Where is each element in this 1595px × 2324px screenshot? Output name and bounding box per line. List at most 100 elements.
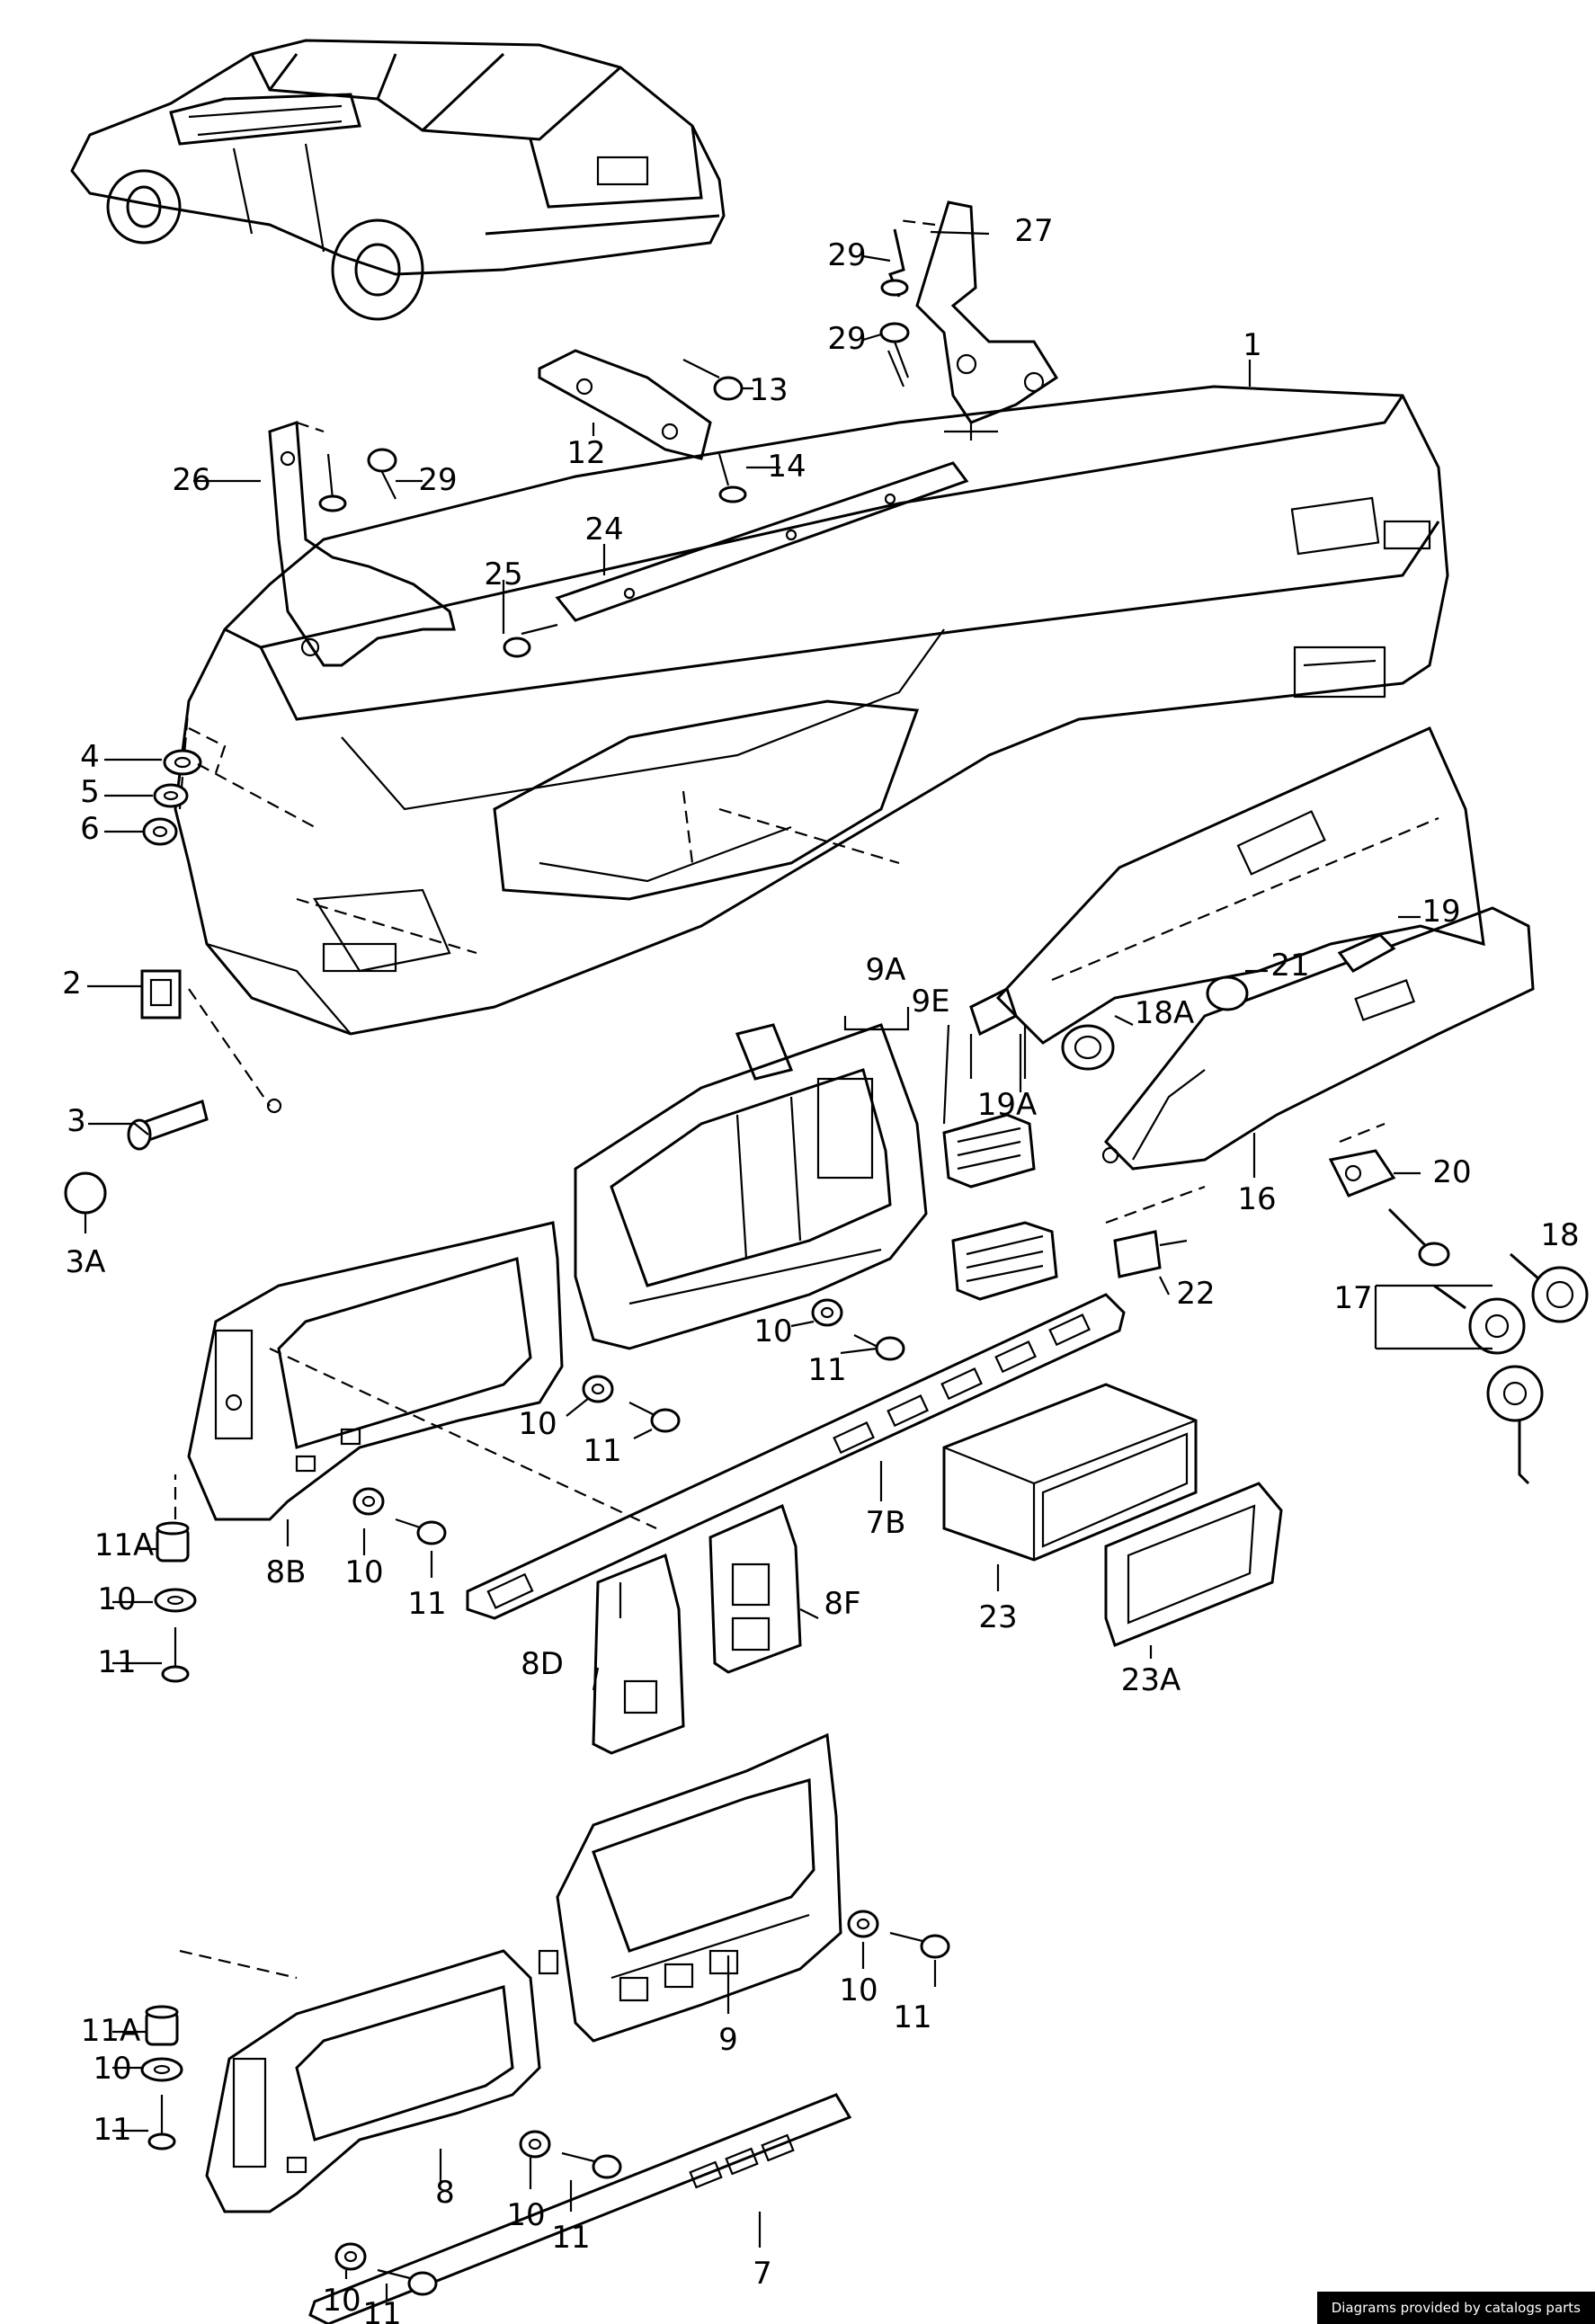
lock-20: [1328, 1122, 1396, 1198]
callout-7B: 7B: [866, 1505, 906, 1541]
callout-23A: 23A: [1121, 1662, 1181, 1698]
instrument-bezel-8B: [187, 1221, 657, 1529]
callout-24: 24: [584, 512, 623, 548]
striker-19: [1337, 933, 1396, 973]
callout-9A: 9A: [866, 952, 906, 988]
callout-3A: 3A: [66, 1244, 106, 1280]
screw-11-mid: [628, 1402, 681, 1433]
callout-8F: 8F: [824, 1586, 860, 1622]
callout-10h: 10: [93, 2051, 131, 2087]
callout-9: 9: [718, 2022, 738, 2058]
washer-10-stack-upper: [154, 1588, 197, 1613]
bracket-27: [898, 200, 1059, 441]
trim-strip-7: [308, 2093, 852, 2324]
callout-29c: 29: [418, 462, 457, 498]
callout-19A: 19A: [977, 1087, 1038, 1123]
callout-5: 5: [80, 774, 100, 810]
key-18: [1510, 1252, 1589, 1323]
pocket-23: [942, 1383, 1198, 1562]
instrument-bezel-8: [179, 1949, 541, 2213]
callout-21: 21: [1270, 948, 1309, 984]
callout-29b: 29: [827, 321, 866, 357]
callout-labels: 1233A45677B88B8D8F99A9E10101010101010101…: [62, 213, 1579, 2324]
glovebox-liner: [995, 726, 1485, 1045]
cap-3A: [64, 1171, 107, 1215]
callout-11f: 11: [551, 2220, 590, 2256]
callout-25: 25: [484, 557, 522, 592]
screw-11-lower-mid: [561, 2151, 622, 2179]
callout-18A: 18A: [1135, 995, 1195, 1031]
callout-17: 17: [1333, 1280, 1372, 1316]
bracket-19A: [969, 986, 1027, 1079]
nut-6: [142, 817, 178, 846]
callout-19: 19: [1421, 894, 1460, 930]
callout-3: 3: [67, 1103, 86, 1139]
bumper-21: [1206, 975, 1249, 1011]
callout-23: 23: [978, 1599, 1017, 1635]
washer-10-upper: [811, 1298, 843, 1327]
callout-27: 27: [1014, 213, 1053, 249]
callout-12: 12: [566, 435, 605, 471]
callout-8B: 8B: [266, 1554, 307, 1590]
dashboard-panel: [174, 385, 1449, 1114]
washer-10-mid: [582, 1375, 614, 1403]
screw-11-upper: [853, 1334, 905, 1361]
keys-17: [1374, 1284, 1544, 1485]
callout-4: 4: [80, 739, 100, 775]
callout-22: 22: [1176, 1276, 1215, 1312]
callout-7: 7: [753, 2256, 772, 2292]
callout-16: 16: [1237, 1181, 1276, 1217]
callout-20: 20: [1432, 1154, 1471, 1190]
damper-18A: [1061, 1024, 1115, 1071]
callout-8: 8: [435, 2175, 455, 2211]
bracket-2: [140, 969, 182, 1020]
callout-10b: 10: [518, 1406, 557, 1442]
clip-4: [163, 749, 202, 776]
callout-26: 26: [172, 462, 210, 498]
washer-10-lower-right: [847, 1910, 879, 1938]
washer-10-stack-lower: [140, 2057, 183, 2082]
car-illustration: [70, 39, 726, 321]
callout-10e: 10: [839, 1972, 878, 2008]
callout-18: 18: [1540, 1217, 1579, 1253]
callout-10f: 10: [506, 2197, 545, 2233]
trim-strip-7B: [466, 1293, 1126, 1620]
washer-10-lower-mid: [519, 2130, 551, 2159]
screw-29-left: [318, 453, 347, 512]
callout-11h: 11: [93, 2112, 131, 2148]
screw-11-lower-right: [889, 1931, 950, 1959]
callout-6: 6: [80, 811, 100, 847]
screw-11-stack-upper: [161, 1627, 190, 1683]
instrument-housing-9: [538, 1732, 842, 2043]
spacer-11A-lower: [145, 2005, 179, 2046]
vent-9E-lower: [951, 1221, 1058, 1301]
callout-11Ab: 11A: [81, 2013, 141, 2049]
strip-24: [555, 461, 969, 622]
callout-9E: 9E: [911, 984, 949, 1020]
screw-29-mid: [879, 322, 910, 387]
cover-8D: [592, 1553, 685, 1755]
callout-29a: 29: [827, 237, 866, 273]
socket-22: [1105, 1185, 1206, 1278]
callout-11d: 11: [97, 1644, 136, 1680]
lock-cylinder-17: [1387, 1207, 1450, 1267]
callout-14: 14: [767, 449, 806, 485]
callout-1: 1: [1243, 327, 1262, 363]
screw-25: [503, 623, 558, 658]
callout-10c: 10: [344, 1554, 383, 1590]
callout-2: 2: [62, 966, 82, 1002]
screw-13: [682, 359, 744, 401]
callout-11g: 11: [362, 2296, 401, 2324]
screw-11-lower-left: [377, 2268, 438, 2296]
washer-5: [153, 783, 189, 808]
vent-9E-upper: [942, 1113, 1036, 1189]
bracket-12: [538, 349, 712, 460]
screw-11-low: [395, 1518, 447, 1545]
callout-11e: 11: [893, 1999, 931, 2035]
cover-8F: [708, 1503, 802, 1674]
callout-11Aa: 11A: [94, 1527, 155, 1563]
washer-10-lower-left: [334, 2242, 367, 2271]
washer-10-low: [352, 1487, 385, 1516]
callout-11c: 11: [407, 1586, 446, 1622]
